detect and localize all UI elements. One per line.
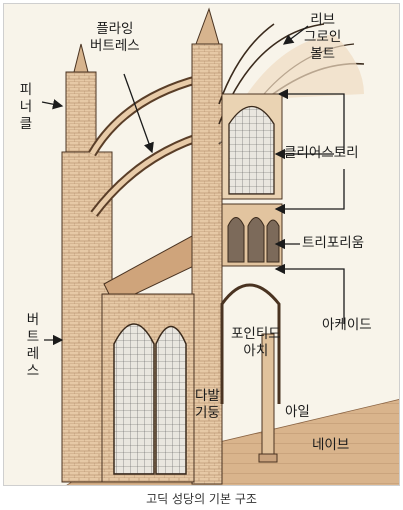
label-compound-pier: 다발 기둥 [195,388,220,421]
figure-caption: 고딕 성당의 기본 구조 [146,492,257,506]
label-pinnacle: 피너클 [19,82,33,132]
label-arcade: 아케이드 [322,317,372,333]
cathedral-illustration [41,7,399,485]
leader-clerestory-1 [277,88,345,154]
leader-pinnacle [41,99,64,110]
clerestory-window [228,106,275,195]
arcade-arch [220,283,281,404]
aisle-window [113,323,155,475]
label-nave: 네이브 [312,437,350,453]
label-pointed-arch: 포인티드 아치 [231,326,281,359]
label-buttress: 버트레스 [26,312,40,379]
leader-flying-buttress [123,73,154,154]
label-clerestory: 클리어스토리 [284,145,359,161]
nave-pier [191,43,223,485]
pinnacle-spire [73,43,89,73]
gothic-cathedral-diagram: 플라잉 버트레스 피너클 리브 그로인 볼트 클리어스토리 트리포리움 아케이드… [3,3,400,486]
leader-arcade [274,263,345,324]
label-rib-groin-vault: 리브 그로인 볼트 [304,12,342,62]
vault-web [219,34,364,144]
label-aisle: 아일 [285,404,310,420]
label-triforium: 트리포리움 [302,235,365,251]
leader-rib-vault [282,25,309,45]
pinnacle-body [65,71,97,153]
leader-clerestory-3 [274,169,345,215]
label-flying-buttress: 플라잉 버트레스 [90,21,140,54]
